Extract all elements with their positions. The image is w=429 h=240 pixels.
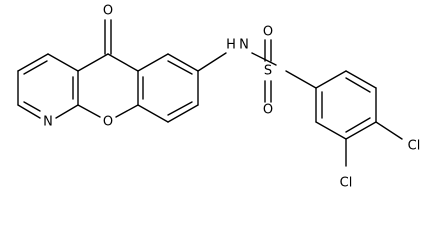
bond-bz-inner-3: [167, 101, 193, 116]
bond-py-inner-3: [23, 101, 41, 112]
bond-n-s: [251, 52, 277, 66]
bond-s-ar: [285, 70, 317, 89]
bond-c4a-py-c9: [77, 53, 109, 72]
pyridine-nitrogen-label: N: [43, 115, 53, 130]
bond-c4a-o10: [115, 104, 139, 118]
chemical-structure-diagram: O H N S O O N O Cl Cl: [17, 4, 420, 191]
bond-ar-4: [345, 121, 377, 140]
bond-c7-n: [197, 52, 227, 72]
sulfonyl-oxygen-top-label: O: [263, 25, 273, 40]
bond-c4a-c4: [47, 53, 79, 72]
bond-o10-c10a: [77, 104, 101, 118]
bond-ar-1: [315, 70, 347, 89]
bond-ar-inner-1: [345, 77, 371, 93]
chlorine-lower-label: Cl: [340, 176, 353, 191]
bond-n1-c10a: [55, 104, 79, 119]
amide-hydrogen-label: H: [226, 38, 236, 53]
bond-c2-n1: [17, 104, 41, 119]
bond-bz-inner-2: [167, 60, 193, 75]
bond-c4-c3: [17, 53, 49, 72]
bond-ar-inner-2: [345, 117, 371, 133]
bond-ar-5: [315, 121, 347, 140]
bond-c8-c7: [167, 53, 199, 72]
bond-ar-2: [345, 70, 377, 89]
carbonyl-oxygen-label: O: [103, 4, 113, 19]
bond-c-cl-upper: [375, 121, 403, 140]
bond-c9-c9a: [107, 53, 139, 72]
bond-c9a-c8: [137, 53, 169, 72]
bond-py-inner-2: [23, 60, 48, 75]
bond-c6-c5: [167, 104, 199, 123]
sulfur-label: S: [264, 64, 272, 79]
bond-c5-c4a: [137, 104, 169, 123]
ring-oxygen-label: O: [103, 115, 113, 130]
amide-nitrogen-label: N: [239, 38, 249, 53]
sulfonyl-oxygen-bottom-label: O: [263, 103, 273, 118]
atom-labels: O H N S O O N O Cl Cl: [43, 4, 420, 191]
bonds: [17, 19, 403, 167]
chlorine-upper-label: Cl: [408, 139, 421, 154]
